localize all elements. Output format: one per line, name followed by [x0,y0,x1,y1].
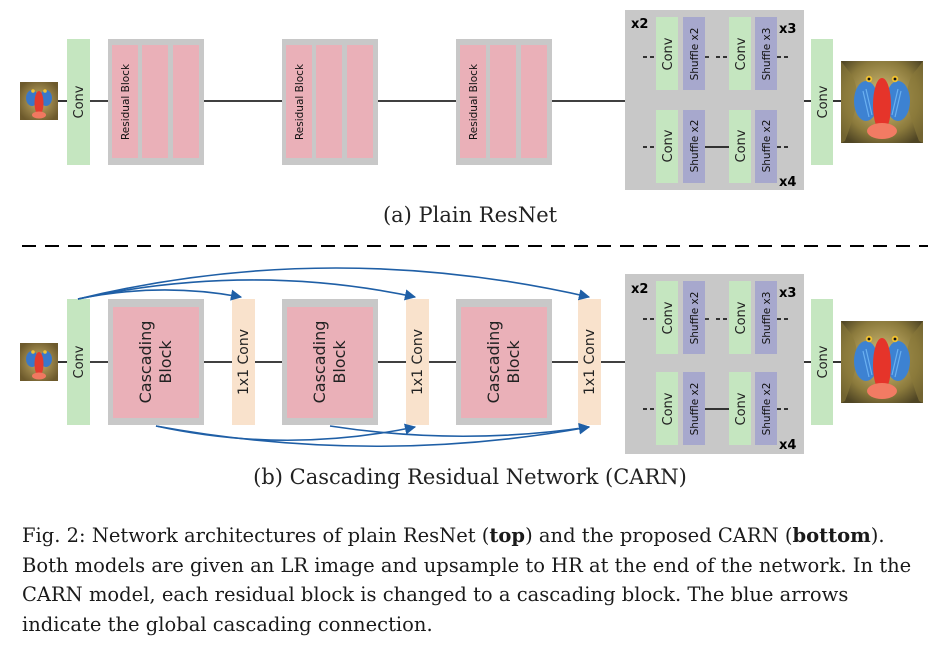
upsample-a-x3-label: x3 [779,22,796,37]
upsample-b-x4-label: x4 [779,438,796,453]
residual-block-1: Residual Block [108,39,204,165]
output-conv-b-label: Conv [816,345,831,378]
output-conv-a-label: Conv [816,85,831,118]
figure-caption-bold-top: top [489,524,526,547]
cascading-block-3-line2: Block [504,340,523,384]
upsample-b-x3-label: x3 [779,286,796,301]
global-cascade-arrows [77,267,591,448]
one-by-one-conv-3 [578,299,601,425]
upsample-a-x4-shuffle-2 [755,110,777,183]
hr-output-image-a [840,60,924,144]
upsample-b-x4-conv-1 [656,372,678,445]
upsample-a-x4-conv-2-label: Conv [734,129,749,162]
upsample-a-x2-shuffle [683,17,705,90]
upsample-b-x3-shuffle [755,281,777,354]
upsample-a-x4-conv-1 [656,110,678,183]
residual-block-1-label: Residual Block [120,63,132,140]
figure-caption-prefix: Fig. 2: Network architectures of plain R… [22,524,490,547]
upsample-b-x3-conv [729,281,751,354]
upsample-b-x2-shuffle-label: Shuffle x2 [689,292,701,345]
one-by-one-conv-1 [232,299,255,425]
upsample-a-x3-shuffle [755,17,777,90]
upsample-b-x2-conv [656,281,678,354]
cascade-arrow-bottom-2 [155,423,591,448]
upsample-a-x4-shuffle-2-label: Shuffle x2 [761,120,773,173]
cascading-block-3: Cascading Block [456,299,552,425]
upsample-a-x4-shuffle-1 [683,110,705,183]
panel-b: Conv Cascading Block Cascading Block Cas… [20,267,924,489]
upsample-b-x3-shuffle-label: Shuffle x3 [761,292,773,345]
cascading-block-3-line1: Cascading [484,321,503,404]
panel-a: Conv Residual Block Residual Block Resid… [20,10,924,227]
figure-caption: Fig. 2: Network architectures of plain R… [22,521,930,639]
upsample-b-x4-shuffle-2 [755,372,777,445]
upsample-b-x3-conv-label: Conv [734,301,749,334]
upsample-b-x4-conv-2 [729,372,751,445]
upsample-a-x3-conv [729,17,751,90]
upsample-a-x2-conv [656,17,678,90]
upsample-a-x4-label: x4 [779,175,796,190]
panel-b-caption: (b) Cascading Residual Network (CARN) [253,465,687,489]
upsample-a-x3-shuffle-label: Shuffle x3 [761,28,773,81]
input-conv-a [67,39,90,165]
one-by-one-conv-2-label: 1x1 Conv [410,329,426,395]
output-conv-b [811,299,833,425]
lr-input-image-b [20,343,58,381]
cascading-block-1-line1: Cascading [136,321,155,404]
figure-caption-bold-bottom: bottom [792,524,871,547]
upsample-a-x4-conv-2 [729,110,751,183]
upsample-module-a: x2 x3 x4 Conv Shuffle x2 Conv Shuffle x3… [625,10,804,190]
upsample-b-x4-shuffle-1-label: Shuffle x2 [689,383,701,436]
one-by-one-conv-2 [406,299,429,425]
one-by-one-conv-1-label: 1x1 Conv [236,329,252,395]
upsample-b-x4-conv-2-label: Conv [734,392,749,425]
upsample-b-x4-shuffle-2-label: Shuffle x2 [761,383,773,436]
upsample-a-x3-conv-label: Conv [734,37,749,70]
upsample-b-x4-conv-1-label: Conv [661,392,676,425]
upsample-a-x4-conv-1-label: Conv [661,129,676,162]
hr-output-image-b [840,320,924,404]
lr-input-image-a [20,82,58,120]
input-conv-b [67,299,90,425]
cascade-arrow-top-3 [77,267,591,301]
figure-caption-suffix: ). Both models are given an LR image and… [22,524,912,636]
cascading-block-2-line2: Block [330,340,349,384]
figure-caption-mid: ) and the proposed CARN ( [525,524,793,547]
upsample-a-x2-label: x2 [631,17,648,32]
upsample-a-x2-conv-label: Conv [661,37,676,70]
upsample-b-x2-shuffle [683,281,705,354]
one-by-one-conv-3-label: 1x1 Conv [582,329,598,395]
output-conv-a [811,39,833,165]
panel-a-caption: (a) Plain ResNet [383,203,558,227]
residual-block-2-label: Residual Block [294,63,306,140]
input-conv-a-label: Conv [72,85,87,118]
residual-block-3-label: Residual Block [468,63,480,140]
upsample-b-x2-label: x2 [631,282,648,297]
residual-block-3: Residual Block [456,39,552,165]
upsample-b-x4-shuffle-1 [683,372,705,445]
cascading-block-1: Cascading Block [108,299,204,425]
cascading-block-2: Cascading Block [282,299,378,425]
cascading-block-2-line1: Cascading [310,321,329,404]
cascade-arrow-top-2 [77,279,417,301]
upsample-module-b: x2 x3 x4 Conv Shuffle x2 Conv Shuffle x3… [625,274,804,454]
upsample-a-x4-shuffle-1-label: Shuffle x2 [689,120,701,173]
cascading-block-1-line2: Block [156,340,175,384]
upsample-b-x2-conv-label: Conv [661,301,676,334]
upsample-a-x2-shuffle-label: Shuffle x2 [689,28,701,81]
cascade-arrow-bottom-3 [329,422,591,438]
residual-block-2: Residual Block [282,39,378,165]
input-conv-b-label: Conv [72,345,87,378]
